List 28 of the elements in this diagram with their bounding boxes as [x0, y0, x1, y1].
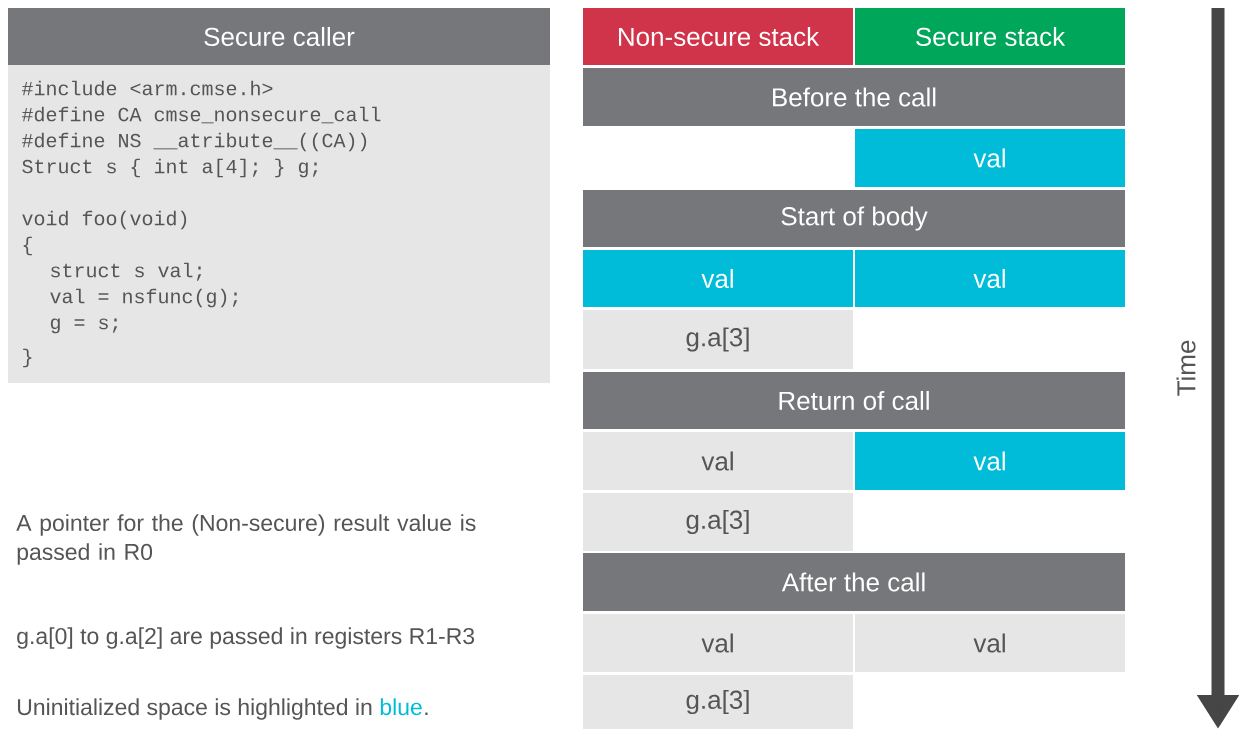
- stack-cell: g.a[3]: [583, 310, 853, 369]
- stage-band: Return of call: [583, 372, 1125, 429]
- stage-band: After the call: [583, 553, 1125, 611]
- stack-cell: val: [855, 129, 1125, 187]
- note-text: A pointer for the (Non-secure) result value is passed in R0: [16, 514, 476, 565]
- stack-cell: val: [855, 432, 1125, 490]
- stack-cell: g.a[3]: [583, 675, 853, 729]
- stack-cell: val: [583, 250, 853, 307]
- stack-cell: val: [855, 250, 1125, 307]
- note-text: .: [425, 712, 428, 715]
- stage-band: Start of body: [583, 190, 1125, 247]
- axis-label: Time: [1176, 340, 1196, 396]
- node-label: val: [973, 268, 1005, 289]
- stage-band: Before the call: [583, 68, 1125, 126]
- stack-cell: val: [855, 614, 1125, 672]
- stack-cell: val: [583, 614, 853, 672]
- code-box: #include <arm.cmse.h> #define CA cmse_nonsecure_call #define NS __atribute__((CA)) Struct s { int a[4]; } g; void foo(void) { struct s val; val = nsfunc(g); g = s; }: [8, 65, 550, 383]
- column-header: Non-secure stack: [583, 8, 853, 65]
- node-label: val: [701, 633, 733, 653]
- panel-header: Secure caller: [8, 8, 550, 65]
- node-label: val: [973, 633, 1005, 653]
- column-header: Secure stack: [855, 8, 1125, 65]
- stack-cell: val: [583, 432, 853, 490]
- highlight-word: blue: [380, 698, 422, 716]
- note-text: Uninitialized space is highlighted in: [18, 698, 372, 720]
- node-label: val: [701, 268, 733, 289]
- note-text: g.a[0] to g.a[2] are passed in registers R1-R3: [17, 627, 475, 649]
- stack-cell: g.a[3]: [583, 493, 853, 551]
